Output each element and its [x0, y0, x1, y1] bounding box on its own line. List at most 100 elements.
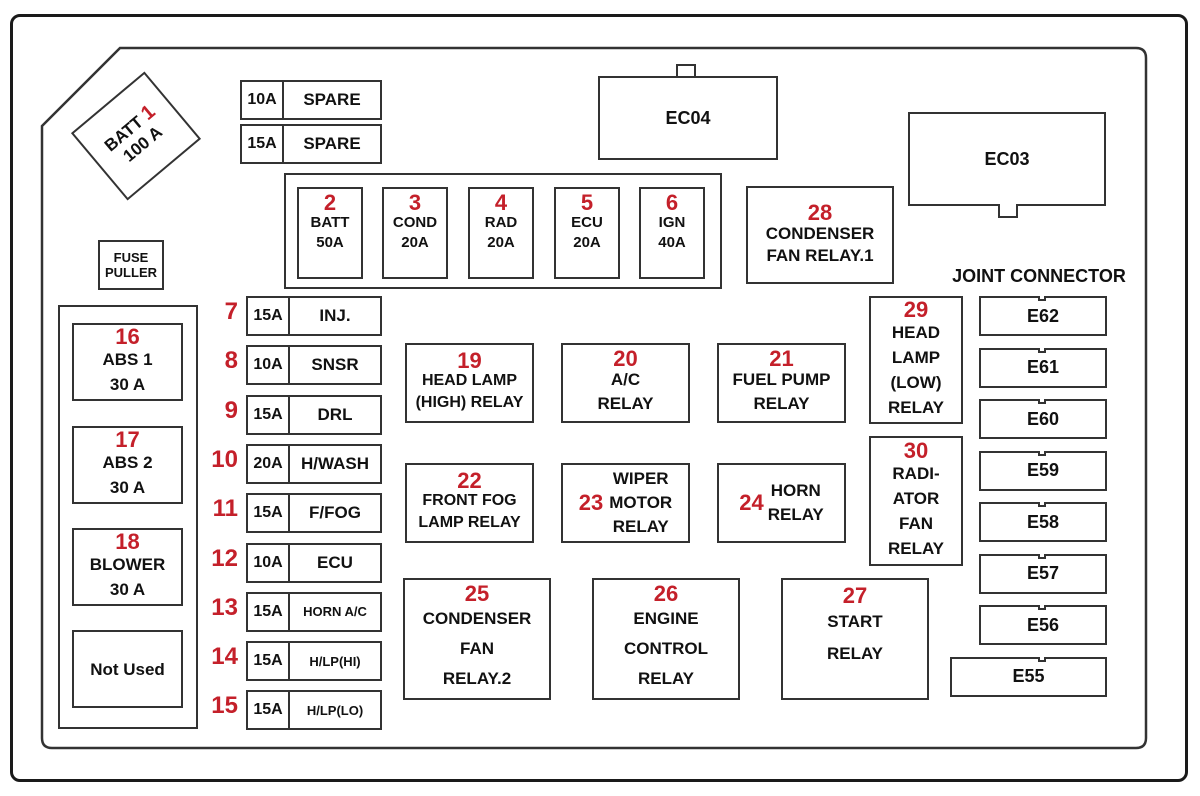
- joint-connector-e55[interactable]: E55: [950, 656, 1107, 697]
- relay-label-line: HORN: [770, 481, 821, 500]
- relay-22-front-fog-lamp[interactable]: 22 FRONT FOG LAMP RELAY: [405, 463, 534, 543]
- fuse-rating: 50A: [316, 234, 344, 251]
- fuse-number: 9: [224, 396, 238, 424]
- fuse-number: 3: [408, 190, 422, 215]
- joint-connector-title: JOINT CONNECTOR: [952, 266, 1126, 286]
- fuse-number: 4: [494, 190, 508, 215]
- relay-27-start[interactable]: 27 START RELAY: [781, 578, 929, 700]
- relay-label-line: RELAY: [826, 644, 884, 663]
- relay-label-line: FUEL PUMP: [732, 370, 831, 389]
- relay-label-line: CONDENSER: [422, 609, 532, 628]
- relay-label-line: HEAD: [891, 323, 941, 342]
- joint-connector-label: E59: [1026, 460, 1060, 480]
- relay-number: 22: [457, 468, 482, 493]
- joint-connector-e59[interactable]: E59: [979, 450, 1107, 491]
- relay-label-line: ENGINE: [633, 609, 699, 628]
- relay-number: 25: [464, 581, 490, 606]
- fuse-name: H/WASH: [301, 453, 369, 473]
- fuse-number: 7: [224, 298, 238, 325]
- relay-28-condenser-fan-1[interactable]: 28 CONDENSER FAN RELAY.1: [746, 186, 894, 284]
- fuse-name: SNSR: [311, 355, 359, 375]
- fuse-name: ECU: [317, 552, 353, 572]
- relay-25-condenser-fan-2[interactable]: 25 CONDENSER FAN RELAY.2: [403, 578, 551, 700]
- cartridge-slot-not-used[interactable]: Not Used: [72, 630, 183, 708]
- relay-24-horn[interactable]: 24 HORN RELAY: [717, 463, 846, 543]
- joint-connector-latch: [1038, 347, 1046, 353]
- relay-label-line: CONTROL: [623, 639, 709, 658]
- joint-connector-latch: [1038, 605, 1046, 610]
- spare-name: SPARE: [303, 90, 361, 109]
- fuse-rating: 20A: [248, 445, 290, 482]
- fuse-name: H/LP(LO): [306, 702, 364, 718]
- fuse-rating: 15A: [248, 495, 290, 532]
- joint-connector-latch: [1038, 553, 1046, 559]
- spare-rating: 15A: [242, 126, 284, 162]
- relay-26-engine-control[interactable]: 26 ENGINE CONTROL RELAY: [592, 578, 740, 700]
- relay-number: 21: [769, 346, 794, 371]
- fuse-rating: 30 A: [109, 580, 146, 599]
- relay-label-line: RELAY: [637, 669, 695, 688]
- mini-fuse-13[interactable]: 15A HORN A/C: [246, 591, 382, 632]
- spare-fuse[interactable]: 15A SPARE: [240, 124, 382, 164]
- relay-21-fuel-pump[interactable]: 21 FUEL PUMP RELAY: [717, 343, 846, 423]
- fuse-puller[interactable]: FUSE PULLER: [98, 240, 164, 290]
- fuse-number: 18: [115, 529, 140, 554]
- joint-connector-label: E57: [1026, 563, 1060, 583]
- relay-label-line: RELAY: [887, 539, 945, 558]
- relay-number: 19: [457, 348, 482, 373]
- connector-ec04[interactable]: EC04: [598, 76, 778, 160]
- joint-connector-e56[interactable]: E56: [979, 605, 1107, 645]
- relay-30-radiator-fan[interactable]: 30 RADI- ATOR FAN RELAY: [869, 436, 963, 566]
- joint-connector-e58[interactable]: E58: [979, 502, 1107, 542]
- joint-connector-e57[interactable]: E57: [979, 553, 1107, 594]
- relay-number: 20: [613, 346, 638, 371]
- spare-fuse[interactable]: 10A SPARE: [240, 80, 382, 120]
- relay-label-line: START: [827, 612, 883, 631]
- joint-connector-e60[interactable]: E60: [979, 399, 1107, 439]
- mini-fuse-15[interactable]: 15A H/LP(LO): [246, 690, 382, 731]
- connector-ec03[interactable]: EC03: [908, 112, 1106, 206]
- joint-connector-e62[interactable]: E62: [979, 296, 1107, 336]
- fuse-name: H/LP(HI): [309, 653, 361, 669]
- fuse-number: 17: [115, 427, 140, 452]
- joint-connector-latch: [1038, 656, 1046, 662]
- mini-fuse-10[interactable]: 20A H/WASH: [246, 443, 382, 484]
- joint-connector-latch: [1038, 296, 1046, 301]
- relay-label-line: (LOW): [890, 373, 942, 392]
- relay-label-line: A/C: [610, 370, 641, 389]
- relay-19-head-lamp-high[interactable]: 19 HEAD LAMP (HIGH) RELAY: [405, 343, 534, 423]
- fuse-name: BATT: [310, 214, 350, 231]
- fuse-name: ABS 2: [102, 453, 153, 472]
- fuse-rating: 15A: [248, 298, 290, 334]
- relay-number: 26: [653, 581, 679, 606]
- fuse-rating: 15A: [248, 692, 290, 729]
- relay-label-line: ATOR: [892, 489, 940, 508]
- joint-connector-latch: [1038, 399, 1046, 404]
- joint-connector-latch: [1038, 502, 1046, 507]
- relay-label-line: FRONT FOG: [422, 492, 517, 509]
- relay-number: 28: [807, 200, 833, 225]
- relay-20-ac[interactable]: 20 A/C RELAY: [561, 343, 690, 423]
- joint-connector-e61[interactable]: E61: [979, 347, 1107, 388]
- relay-label-line: CONDENSER: [765, 224, 875, 243]
- fuse-name: HORN A/C: [303, 604, 367, 620]
- fuse-name: Not Used: [90, 659, 165, 679]
- fuse-rating: 15A: [248, 593, 290, 630]
- joint-connector-label: E56: [1026, 614, 1060, 635]
- relay-23-wiper-motor[interactable]: 23 WIPER MOTOR RELAY: [561, 463, 690, 543]
- relay-29-head-lamp-low[interactable]: 29 HEAD LAMP (LOW) RELAY: [869, 296, 963, 424]
